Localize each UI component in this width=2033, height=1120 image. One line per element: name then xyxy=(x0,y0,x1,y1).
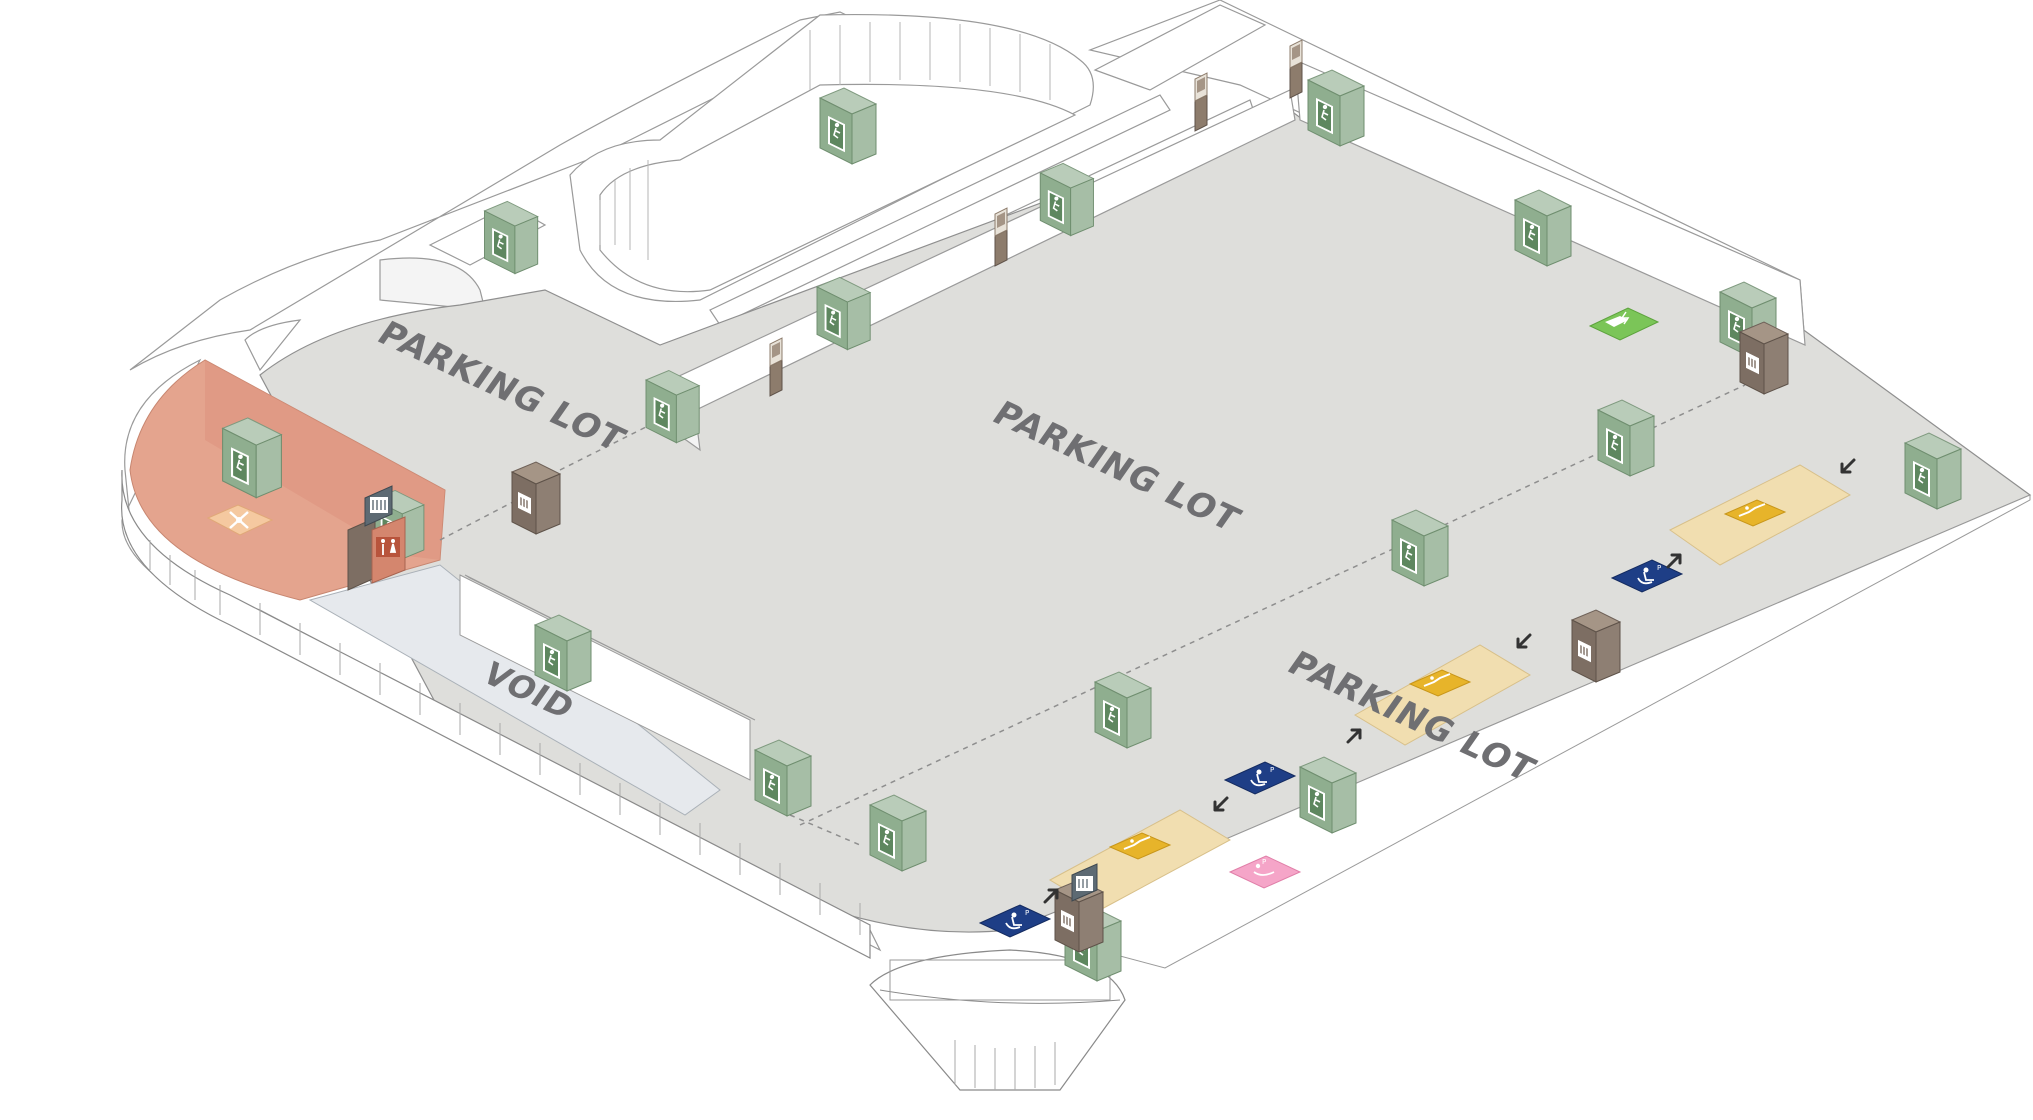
exit-icon xyxy=(1039,162,1095,237)
exit-icon xyxy=(1094,671,1152,749)
exit-icon xyxy=(816,276,871,351)
restroom-icon xyxy=(376,537,400,557)
void-area xyxy=(308,564,756,816)
exit-icon xyxy=(819,87,877,165)
directory-stand-icon xyxy=(1289,39,1303,99)
information-icon xyxy=(206,504,274,536)
exit-icon xyxy=(221,417,283,499)
exit-icon xyxy=(1514,189,1572,267)
exit-icon xyxy=(754,739,812,817)
exit-icon xyxy=(1307,69,1365,147)
exit-icon xyxy=(1904,432,1962,510)
directory-stand-icon xyxy=(1194,72,1208,132)
elevator-sign-icon xyxy=(364,485,393,527)
elevator-icon xyxy=(511,461,561,535)
directory-stand-icon xyxy=(994,207,1008,267)
family-parking-icon: P xyxy=(1228,855,1302,889)
directory-stand-icon xyxy=(769,337,783,397)
lane-markings xyxy=(439,384,1746,846)
ev-charging-icon xyxy=(1588,307,1660,341)
special-parking: P xyxy=(979,307,1786,938)
elevator-icon xyxy=(1739,321,1789,395)
exit-icon xyxy=(1391,509,1449,587)
elevator-icon xyxy=(1571,609,1621,683)
exit-icon xyxy=(1299,756,1357,834)
exit-icon xyxy=(1597,399,1655,477)
entrance-kiosk xyxy=(869,949,1126,1091)
exit-icon xyxy=(645,369,700,444)
lobby-services xyxy=(206,485,406,591)
exit-icon xyxy=(483,200,539,275)
svg-text:P: P xyxy=(1262,858,1266,866)
exit-icon xyxy=(869,794,927,872)
elevator-sign-icon xyxy=(1071,863,1098,902)
exit-icon xyxy=(534,614,592,692)
